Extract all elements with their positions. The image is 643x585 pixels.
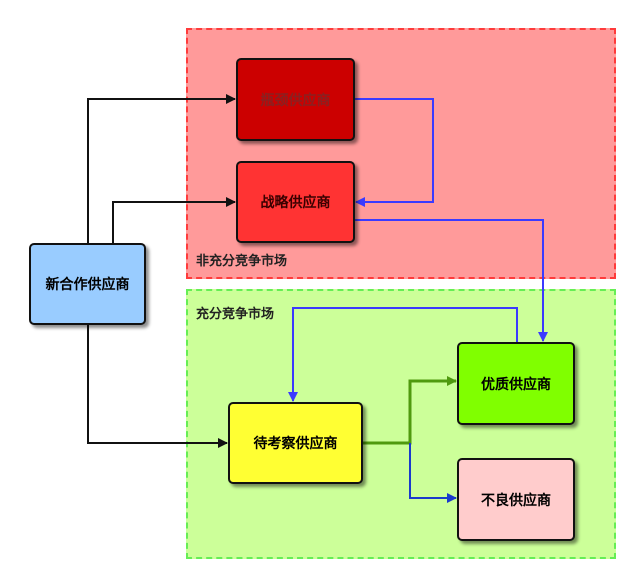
strategic-supplier-node: 战略供应商 <box>236 161 355 243</box>
arrow-quality-to-pending <box>288 307 518 402</box>
arrow-new-to-bottleneck <box>87 94 236 244</box>
arrow-pending-to-quality <box>363 376 457 445</box>
pending-supplier-label: 待考察供应商 <box>253 436 338 452</box>
new-supplier-node: 新合作供应商 <box>29 243 146 325</box>
arrow-bottleneck-to-strategic <box>355 98 434 207</box>
arrow-pending-to-bad <box>409 443 457 503</box>
new-supplier-label: 新合作供应商 <box>45 277 130 293</box>
arrow-new-to-pending <box>87 325 228 448</box>
competitive-market-label: 充分竞争市场 <box>196 307 275 322</box>
bottleneck-supplier-node: 瓶颈供应商 <box>236 58 355 141</box>
non-competitive-market-label: 非充分竞争市场 <box>196 254 288 269</box>
bad-supplier-node: 不良供应商 <box>457 458 575 541</box>
quality-supplier-node: 优质供应商 <box>457 342 575 425</box>
bottleneck-supplier-label: 瓶颈供应商 <box>260 92 331 109</box>
bad-supplier-label: 不良供应商 <box>481 492 551 509</box>
arrow-strategic-to-quality <box>355 219 548 342</box>
pending-supplier-node: 待考察供应商 <box>228 402 363 484</box>
quality-supplier-label: 优质供应商 <box>481 376 551 393</box>
arrow-new-to-strategic <box>112 197 236 244</box>
strategic-supplier-label: 战略供应商 <box>260 195 331 211</box>
